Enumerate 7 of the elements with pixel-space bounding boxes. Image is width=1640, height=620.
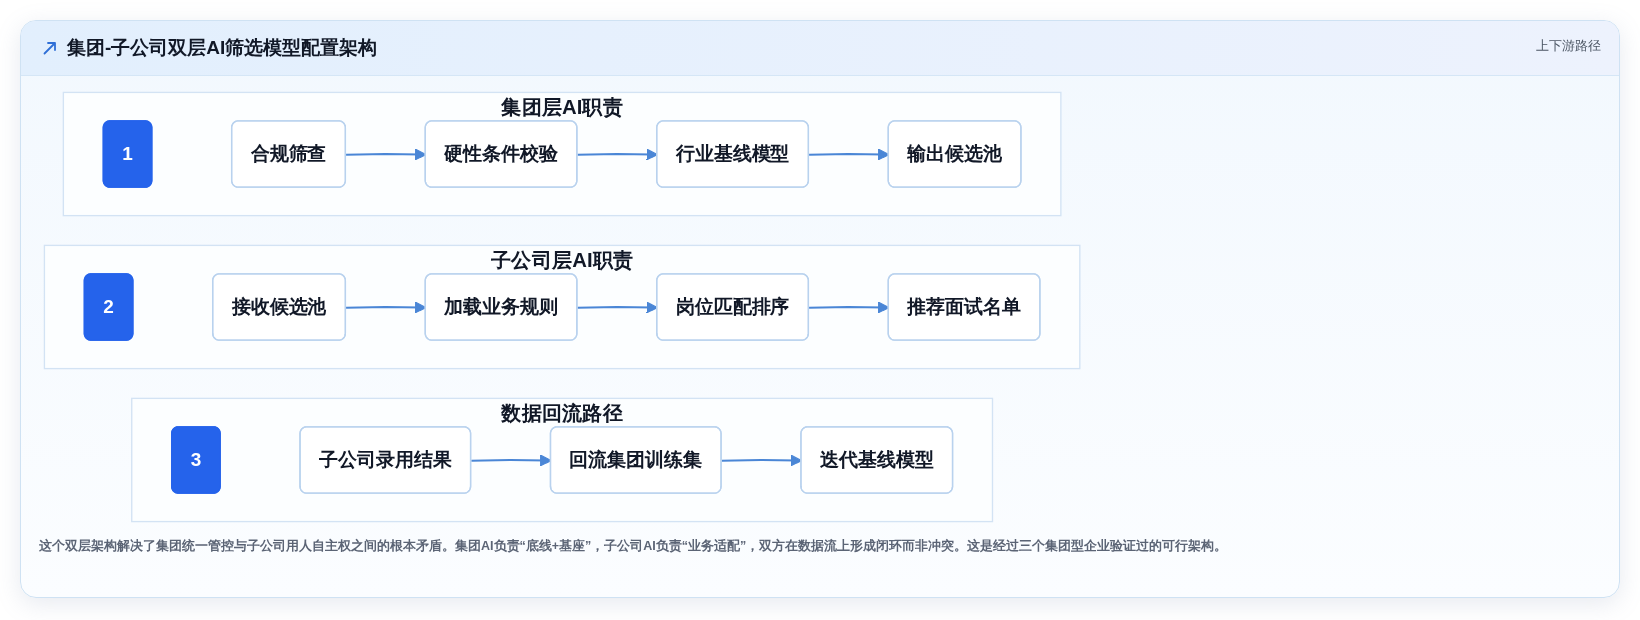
cluster — [43, 244, 1081, 370]
title: 集团-子公司双层AI筛选模型配置架构 — [67, 36, 378, 60]
card-panel: 集团-子公司双层AI筛选模型配置架构 上下游路径 集团层AI职责 1 合规筛查 硬性条件校验 行业基线模型 输出候选池 子公司层AI职责 2 接收候选池 加载业务规则 岗位匹配排序 推荐面试名单 数据回流路径 3 子公司录用结果 回流集团训练集 迭代基线模型 这个双层架构解决了集团统一管控与子公司用人自主权之间的根本矛盾。集团AI负责“底线+基座”，子公司AI负责“业务适配”，双方在数据流上形成闭环而非冲突。这是经过三个集团型企业验证过的可行架构。 — [20, 20, 1620, 598]
cluster — [62, 91, 1062, 217]
caption: 这个双层架构解决了集团统一管控与子公司用人自主权之间的根本矛盾。集团AI负责“底线+基座”，子公司AI负责“业务适配”，双方在数据流上形成闭环而非冲突。这是经过三个集团型企业验证过的可行架构。 — [39, 537, 1229, 555]
section-label: 上下游路径 — [1536, 37, 1601, 55]
cluster — [131, 397, 994, 523]
